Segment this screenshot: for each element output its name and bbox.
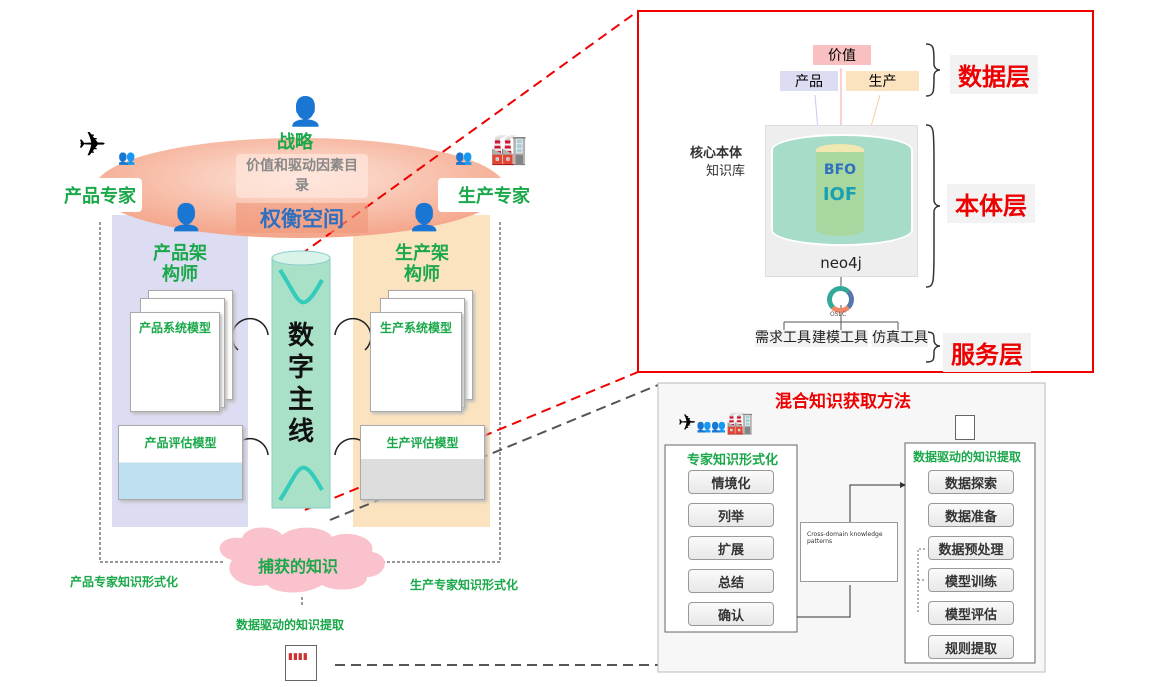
simulation-tool[interactable]: 仿真工具 [872, 330, 928, 347]
value-catalog: 价值和驱动因素目录 [236, 154, 368, 198]
person-icon: 👤 [408, 203, 441, 233]
step-model-training[interactable]: 模型训练 [928, 568, 1014, 592]
neo4j-logo: neo4j [820, 254, 862, 272]
modeling-tool[interactable]: 建模工具 [812, 330, 868, 347]
person-icon: 👤 [170, 203, 203, 233]
step-model-evaluation[interactable]: 模型评估 [928, 601, 1014, 625]
step-rule-extraction[interactable]: 规则提取 [928, 635, 1014, 659]
factory-icon: 🏭 [490, 132, 528, 167]
group-icon: 👥 [118, 150, 136, 166]
oslc-label: OSLC [830, 311, 847, 318]
step-confirm[interactable]: 确认 [688, 602, 774, 626]
tradeoff-space: 权衡空间 [236, 203, 368, 233]
data-title: 数据驱动的知识提取 [913, 450, 1022, 464]
step-preprocessing[interactable]: 数据预处理 [928, 536, 1014, 560]
requirements-tool[interactable]: 需求工具 [755, 330, 811, 347]
strategy-label: 战略 [277, 132, 313, 153]
step-enumerate[interactable]: 列举 [688, 503, 774, 527]
production-tag: 生产 [846, 71, 919, 91]
product-eval-model[interactable]: 产品评估模型 [118, 425, 243, 500]
oslc-logo [827, 286, 854, 313]
knowledge-base-label: 知识库 [706, 164, 746, 179]
product-expert-label: 产品专家 [58, 178, 142, 212]
core-ontology-label: 核心本体 [690, 146, 743, 161]
knowledge-patterns-card[interactable]: Cross-domain knowledge patterns [800, 522, 898, 582]
service-layer-label: 服务层 [943, 333, 1031, 372]
bfo-label: BFO [823, 162, 857, 178]
iof-logo: IOF [822, 184, 858, 205]
platform-box [637, 10, 1094, 373]
step-data-exploration[interactable]: 数据探索 [928, 470, 1014, 494]
step-data-preparation[interactable]: 数据准备 [928, 503, 1014, 527]
step-expand[interactable]: 扩展 [688, 536, 774, 560]
method-title: 混合知识获取方法 [775, 392, 911, 412]
production-formalization-label: 生产专家知识形式化 [410, 578, 519, 592]
expert-title: 专家知识形式化 [687, 453, 779, 468]
production-eval-model[interactable]: 生产评估模型 [360, 425, 485, 500]
ontology-layer-label: 本体层 [947, 184, 1035, 223]
product-tag: 产品 [780, 71, 838, 91]
production-expert-label: 生产专家 [438, 178, 550, 212]
step-summarize[interactable]: 总结 [688, 569, 774, 593]
data-document-icon: ▮▮▮▮ [285, 645, 317, 681]
airplane-icon: ✈ [78, 125, 107, 165]
production-system-model[interactable]: 生产系统模型 [370, 312, 462, 412]
data-driven-label: 数据驱动的知识提取 [236, 618, 345, 632]
product-system-model[interactable]: 产品系统模型 [130, 312, 220, 412]
captured-knowledge-label: 捕获的知识 [258, 557, 339, 576]
digital-thread-label: 数字主线 [287, 321, 314, 447]
captured-knowledge-cloud [219, 527, 385, 593]
person-icon: 👤 [288, 95, 323, 128]
expert-icons: ✈👥👥🏭 [678, 411, 754, 436]
data-layer-label: 数据层 [950, 55, 1038, 94]
data-document-icon [955, 415, 975, 440]
value-tag: 价值 [813, 45, 871, 65]
neo4j-database: BFO IOF neo4j [765, 125, 918, 277]
group-icon: 👥 [455, 150, 473, 166]
production-architect-label: 生产架构师 [395, 243, 449, 285]
product-formalization-label: 产品专家知识形式化 [70, 575, 179, 589]
product-architect-label: 产品架构师 [153, 243, 207, 285]
step-contextualize[interactable]: 情境化 [688, 470, 774, 494]
